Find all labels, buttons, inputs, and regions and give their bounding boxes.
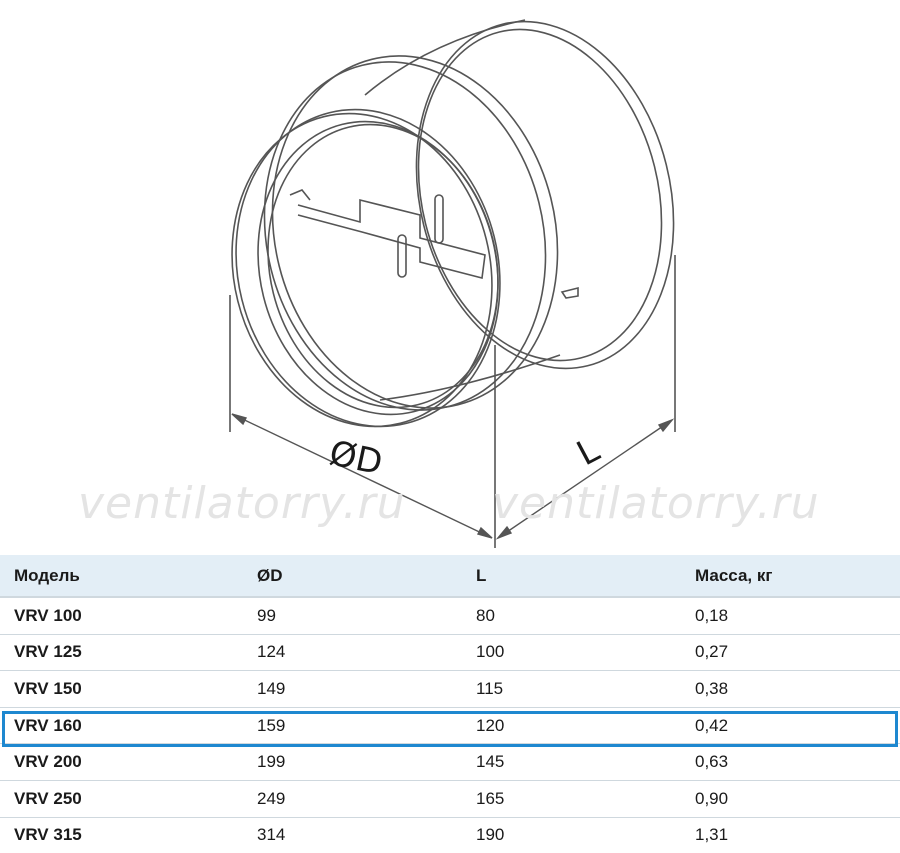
header-diameter: ØD (243, 555, 462, 597)
diameter-cell: 199 (243, 743, 462, 781)
mass-cell: 0,90 (681, 779, 900, 818)
mass-cell: 0,27 (681, 633, 900, 671)
header-mass: Масса, кг (681, 555, 900, 597)
model-cell: VRV 100 (0, 595, 243, 635)
diameter-cell: 249 (243, 779, 462, 818)
table-row: VRV 150 149 115 0,38 (0, 670, 900, 708)
header-model: Модель (0, 555, 243, 597)
diameter-label: ØD (326, 433, 386, 483)
length-cell: 120 (462, 706, 681, 744)
header-length: L (462, 555, 681, 597)
diameter-cell: 159 (243, 706, 462, 744)
mass-cell: 0,63 (681, 743, 900, 781)
mass-cell: 0,38 (681, 670, 900, 708)
mass-cell: 1,31 (681, 816, 900, 853)
length-label: L (570, 430, 606, 474)
watermark: ventilatorry.ru (78, 478, 406, 529)
table-row-highlighted: VRV 160 159 120 0,42 (0, 706, 900, 744)
model-cell: VRV 315 (0, 816, 243, 853)
check-valve-drawing: ØD L (229, 19, 676, 548)
model-cell: VRV 150 (0, 670, 243, 708)
length-cell: 190 (462, 816, 681, 853)
specifications-table: Модель ØD L Масса, кг VRV 100 99 80 0,18… (0, 555, 900, 853)
table-row: VRV 315 314 190 1,31 (0, 816, 900, 853)
model-cell: VRV 125 (0, 633, 243, 671)
product-drawing: ØD L (229, 19, 676, 548)
length-cell: 100 (462, 633, 681, 671)
model-cell: VRV 160 (0, 706, 243, 744)
diameter-cell: 99 (243, 595, 462, 635)
model-cell: VRV 250 (0, 779, 243, 818)
table-row: VRV 200 199 145 0,63 (0, 743, 900, 781)
table-row: VRV 100 99 80 0,18 (0, 595, 900, 635)
length-cell: 80 (462, 595, 681, 635)
diameter-cell: 124 (243, 633, 462, 671)
mass-cell: 0,42 (681, 706, 900, 744)
table-row: VRV 250 249 165 0,90 (0, 779, 900, 818)
diameter-cell: 314 (243, 816, 462, 853)
watermark: ventilatorry.ru (492, 478, 820, 529)
table-row: VRV 125 124 100 0,27 (0, 633, 900, 671)
diameter-cell: 149 (243, 670, 462, 708)
length-cell: 115 (462, 670, 681, 708)
mass-cell: 0,18 (681, 595, 900, 635)
length-cell: 145 (462, 743, 681, 781)
model-cell: VRV 200 (0, 743, 243, 781)
length-cell: 165 (462, 779, 681, 818)
table-header-row: Модель ØD L Масса, кг (0, 555, 900, 597)
